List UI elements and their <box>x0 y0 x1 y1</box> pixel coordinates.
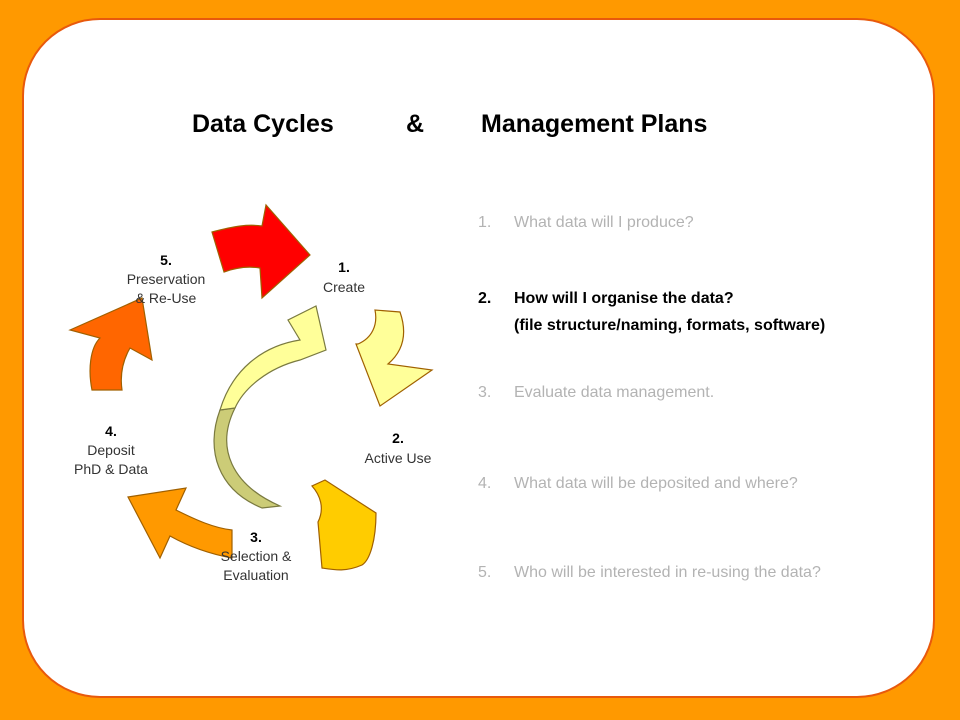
arrow-preservation-to-create <box>211 203 311 300</box>
step-text: Selection & <box>221 548 292 564</box>
question-text: What data will I produce? <box>514 214 694 231</box>
title-data-cycles: Data Cycles <box>192 110 334 138</box>
step-number: 2. <box>392 430 404 446</box>
question-number: 2. <box>478 290 492 307</box>
question-item-5: 5. Who will be interested in re-using the… <box>478 564 821 582</box>
question-number: 1. <box>478 214 492 231</box>
inner-arrow-head <box>219 305 327 411</box>
question-item-3: 3. Evaluate data management. <box>478 384 714 402</box>
step-number: 5. <box>160 252 172 268</box>
step-text: Deposit <box>87 442 135 458</box>
question-text: Who will be interested in re-using the d… <box>514 564 821 581</box>
step-text: Active Use <box>365 450 432 466</box>
arrow-selection-to-deposit <box>127 487 233 560</box>
inner-arrow-tail <box>213 407 283 509</box>
title-management-plans: Management Plans <box>481 110 708 138</box>
step-label-create: 1. Create <box>323 259 365 295</box>
title-ampersand: & <box>406 110 425 138</box>
arrow-active-use-to-selection <box>311 479 377 571</box>
step-label-deposit: 4. Deposit PhD & Data <box>74 423 148 477</box>
step-number: 3. <box>250 529 262 545</box>
step-label-selection-evaluation: 3. Selection & Evaluation <box>221 529 292 583</box>
question-text: What data will be deposited and where? <box>514 475 798 492</box>
step-number: 1. <box>338 259 350 275</box>
question-item-2: 2. How will I organise the data? (file st… <box>478 290 825 335</box>
step-text: Create <box>323 279 365 295</box>
slide-title: Data Cycles & Management Plans <box>0 110 960 150</box>
arrow-deposit-to-preservation <box>68 297 153 391</box>
question-number: 3. <box>478 384 492 401</box>
question-item-1: 1. What data will I produce? <box>478 214 694 232</box>
arrow-create-to-active-use <box>355 309 434 407</box>
question-number: 4. <box>478 475 492 492</box>
step-label-preservation: 5. Preservation & Re-Use <box>127 252 206 306</box>
question-item-4: 4. What data will be deposited and where? <box>478 475 798 493</box>
step-text: Preservation <box>127 271 206 287</box>
question-number: 5. <box>478 564 492 581</box>
question-text: Evaluate data management. <box>514 384 715 401</box>
slide-card <box>22 18 935 698</box>
step-number: 4. <box>105 423 117 439</box>
question-text: How will I organise the data? <box>514 290 734 307</box>
step-text: PhD & Data <box>74 461 148 477</box>
question-subtext: (file structure/naming, formats, softwar… <box>514 317 826 334</box>
step-label-active-use: 2. Active Use <box>365 430 432 466</box>
step-text: & Re-Use <box>136 290 197 306</box>
step-text: Evaluation <box>223 567 288 583</box>
